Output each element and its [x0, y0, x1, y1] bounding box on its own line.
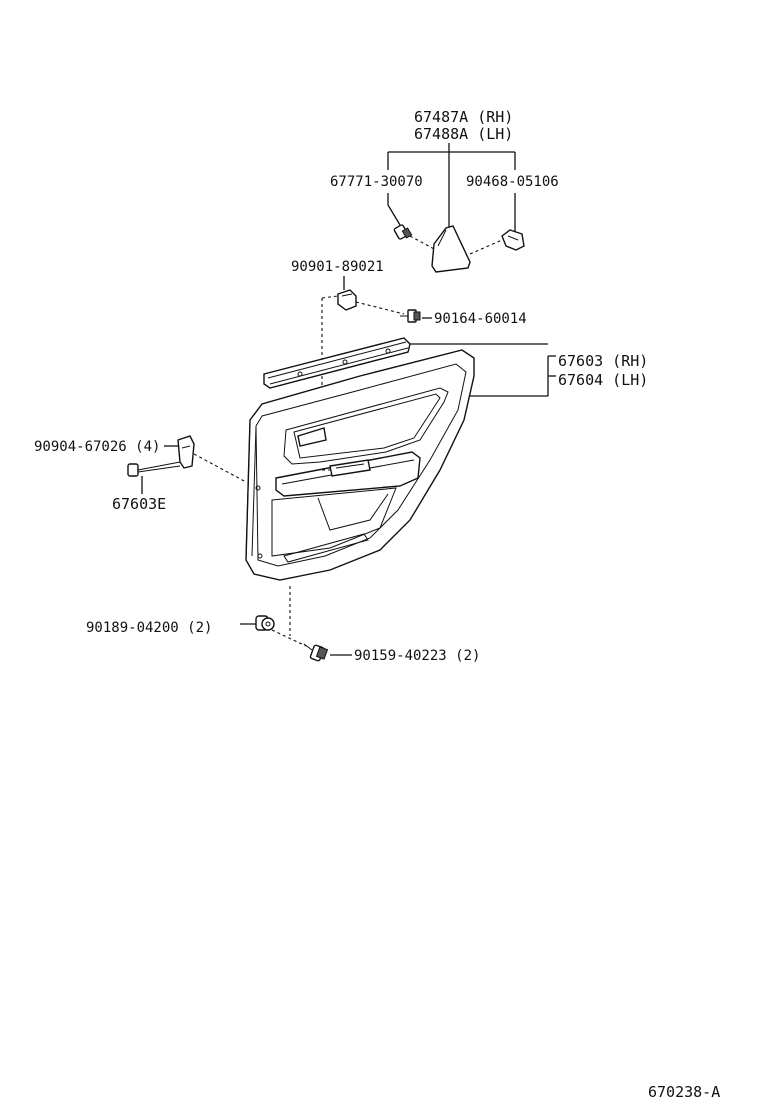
label-trim-cover-lh: 67488A (LH)	[414, 125, 513, 143]
label-door-trim-lh: 67604 (LH)	[558, 371, 648, 389]
label-door-trim-rh: 67603 (RH)	[558, 352, 648, 370]
dash-side-clip	[193, 453, 247, 483]
label-clip-side: 90904-67026 (4)	[34, 439, 160, 455]
screw-bottom-part	[303, 643, 329, 662]
trim-cover-part	[431, 225, 471, 273]
leader-trim-cover	[387, 143, 516, 230]
label-screw-grommet: 90901-89021	[291, 259, 384, 275]
dash-clip-screw-bottom	[271, 629, 307, 647]
dash-grommet-screw	[355, 301, 405, 315]
leader-clips-top	[387, 193, 516, 232]
clip-left-part	[393, 224, 413, 240]
weather-strip-part	[263, 337, 411, 389]
label-clip-left: 67771-30070	[330, 174, 423, 190]
clip-right-part	[501, 229, 525, 251]
dash-grommet-down	[321, 295, 339, 299]
bracket-screw-part	[127, 461, 181, 477]
screw-upper-part	[400, 309, 421, 323]
side-clip-part	[177, 435, 195, 469]
label-clip-right: 90468-05106	[466, 174, 559, 190]
diagram-code: 670238-A	[648, 1083, 720, 1101]
dash-clip-right	[469, 239, 503, 255]
grommet-part	[337, 289, 357, 311]
clip-bottom-part	[255, 615, 275, 631]
label-bracket: 67603E	[112, 495, 166, 513]
label-clip-bottom: 90189-04200 (2)	[86, 620, 212, 636]
label-trim-cover-rh: 67487A (RH)	[414, 108, 513, 126]
dash-clip-left	[409, 235, 437, 251]
label-screw-bottom: 90159-40223 (2)	[354, 648, 480, 664]
leader-door-trim	[410, 343, 556, 397]
door-trim-panel	[245, 349, 475, 581]
label-screw-upper: 90164-60014	[434, 311, 527, 327]
